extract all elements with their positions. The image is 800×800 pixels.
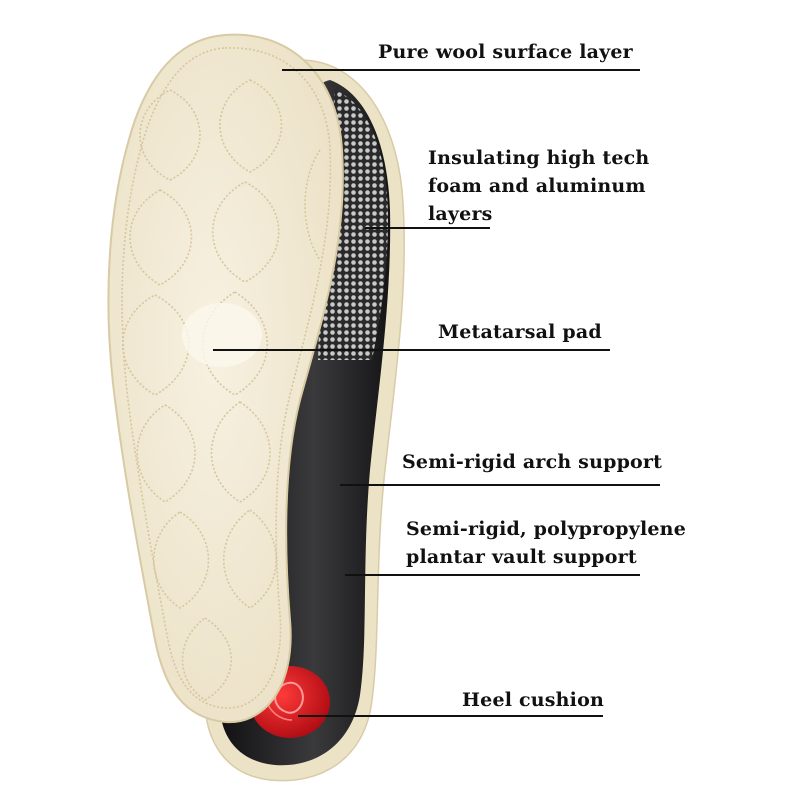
leader-line-metatarsal [213, 349, 610, 351]
label-plantar-vault-support: Semi-rigid, polypropylene plantar vault … [406, 518, 686, 568]
label-arch-support: Semi-rigid arch support [402, 451, 663, 473]
wool-quilting [121, 47, 332, 709]
leader-line-vault [345, 574, 640, 576]
label-metatarsal-pad: Metatarsal pad [438, 321, 602, 343]
wool-surface [107, 33, 344, 724]
label-wool-surface-layer: Pure wool surface layer [378, 41, 633, 63]
leader-line-arch [340, 484, 660, 486]
leader-line-foam [365, 227, 490, 229]
label-heel-cushion: Heel cushion [462, 689, 604, 711]
label-insulating-foam-layers: Insulating high tech foam and aluminum l… [428, 147, 650, 225]
metatarsal-pad [182, 303, 262, 367]
leader-line-wool [282, 69, 640, 71]
leader-line-heel [298, 715, 603, 717]
